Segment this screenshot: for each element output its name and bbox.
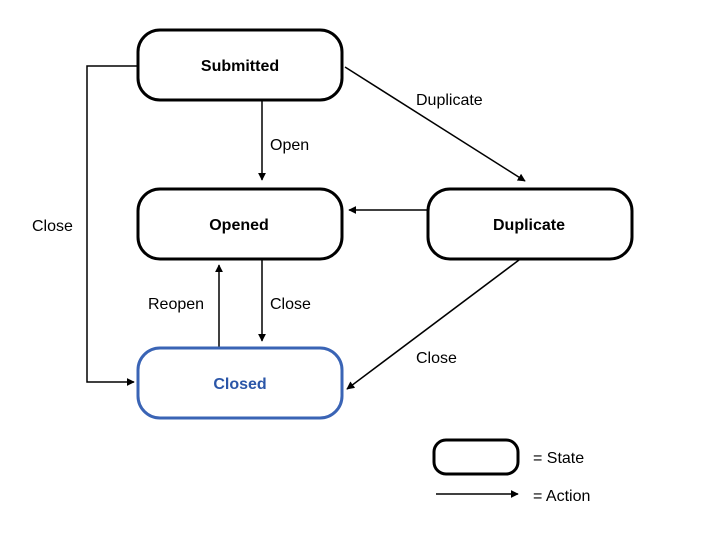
label-close-duplicate: Close [416, 350, 457, 367]
legend-state: = State [432, 438, 584, 476]
edge-duplicate-closed [346, 259, 520, 390]
label-open: Open [270, 137, 309, 154]
state-duplicate-label: Duplicate [493, 217, 565, 234]
legend-action-label: = Action [533, 488, 590, 505]
legend-state-label: = State [533, 450, 584, 467]
state-opened: Opened [136, 187, 344, 261]
state-submitted: Submitted [136, 28, 344, 102]
edge-submitted-closed [86, 65, 138, 386]
state-closed: Closed [136, 346, 344, 420]
state-duplicate: Duplicate [426, 187, 634, 261]
state-closed-label: Closed [213, 376, 266, 393]
state-opened-label: Opened [209, 217, 269, 234]
label-reopen: Reopen [148, 296, 204, 313]
state-submitted-label: Submitted [201, 58, 279, 75]
legend-action: = Action [436, 488, 590, 505]
label-close-opened: Close [270, 296, 311, 313]
label-duplicate: Duplicate [416, 92, 483, 109]
label-close-left: Close [32, 218, 73, 235]
edge-submitted-duplicate [344, 66, 526, 182]
legend: = State = Action [432, 438, 590, 505]
